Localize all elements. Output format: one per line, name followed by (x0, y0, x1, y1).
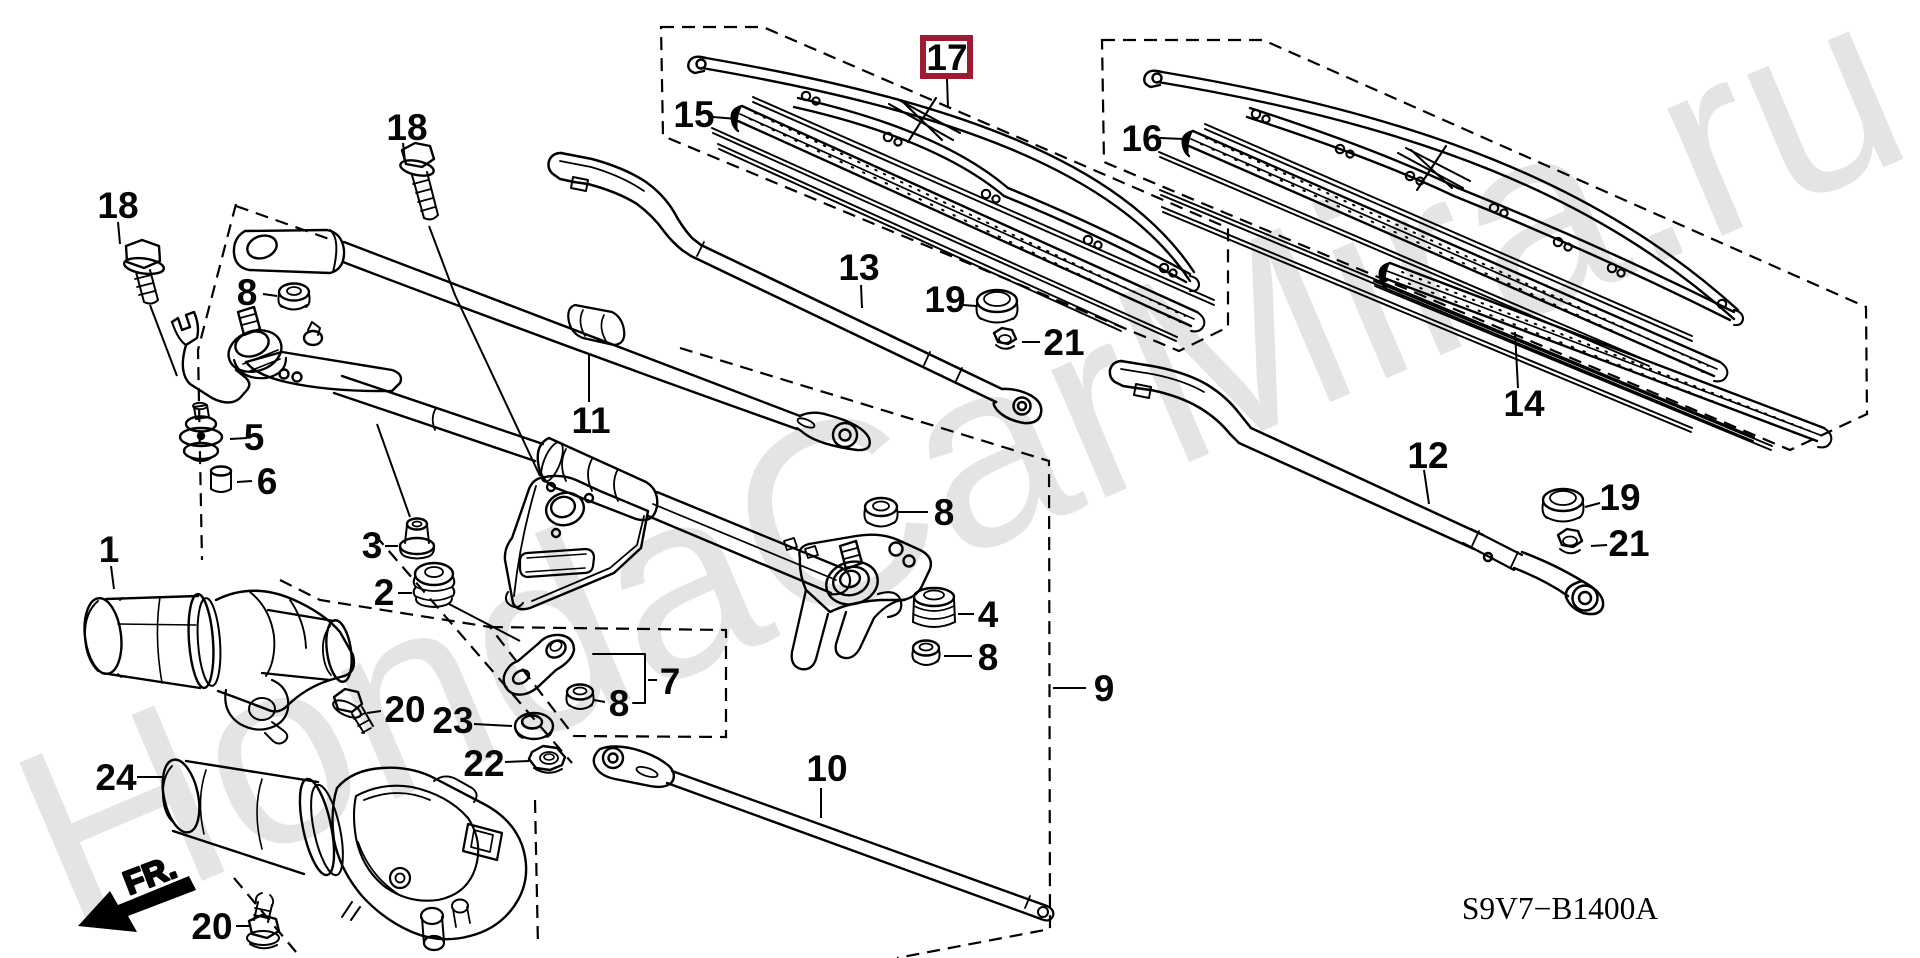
svg-text:5: 5 (244, 417, 265, 458)
svg-text:8: 8 (237, 272, 258, 313)
svg-text:11: 11 (571, 400, 610, 441)
svg-text:20: 20 (191, 906, 232, 947)
svg-text:21: 21 (1043, 322, 1084, 363)
svg-text:15: 15 (673, 94, 714, 135)
svg-text:19: 19 (1599, 477, 1640, 518)
svg-text:20: 20 (384, 689, 425, 730)
svg-text:6: 6 (257, 461, 278, 502)
svg-text:8: 8 (978, 637, 999, 678)
svg-text:18: 18 (386, 107, 427, 148)
svg-text:8: 8 (934, 492, 955, 533)
svg-text:8: 8 (609, 683, 630, 724)
svg-text:17: 17 (926, 37, 967, 78)
svg-text:14: 14 (1503, 383, 1545, 424)
svg-text:3: 3 (362, 525, 383, 566)
svg-text:22: 22 (463, 743, 504, 784)
svg-text:10: 10 (806, 748, 847, 789)
svg-text:4: 4 (978, 594, 999, 635)
svg-text:23: 23 (432, 700, 473, 741)
svg-text:9: 9 (1094, 668, 1115, 709)
svg-text:13: 13 (838, 247, 879, 288)
svg-text:1: 1 (99, 529, 120, 570)
svg-text:7: 7 (660, 661, 681, 702)
svg-text:18: 18 (97, 185, 138, 226)
svg-text:21: 21 (1608, 523, 1649, 564)
svg-text:S9V7−B1400A: S9V7−B1400A (1462, 891, 1659, 926)
svg-text:16: 16 (1121, 118, 1162, 159)
svg-text:2: 2 (374, 572, 395, 613)
svg-text:24: 24 (95, 757, 137, 798)
svg-text:12: 12 (1407, 435, 1448, 476)
svg-text:19: 19 (924, 279, 965, 320)
